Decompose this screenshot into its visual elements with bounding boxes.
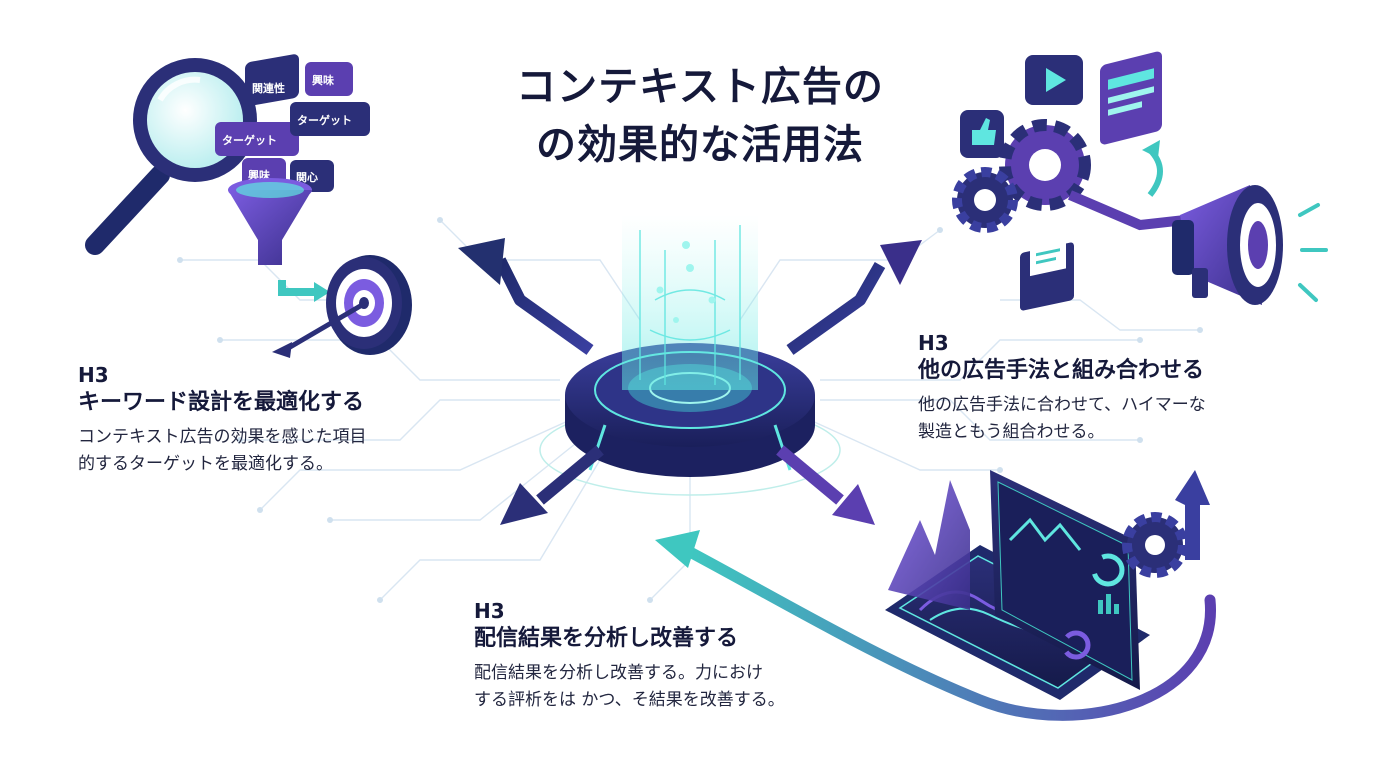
platform-icon (539, 215, 841, 496)
chip-label-1: 関連性 (252, 81, 285, 95)
section-combine-ads: H3 他の広告手法と組み合わせる 他の広告手法に合わせて、ハイマーな 製造ともう… (918, 330, 1206, 446)
chip-label-2: 興味 (312, 73, 334, 87)
section-body-line-2: 製造ともう組合わせる。 (918, 422, 1105, 442)
section-tag: H3 (78, 363, 109, 387)
arrow-down-right (776, 445, 875, 525)
arrow-up-left (458, 238, 594, 355)
gear-connector (1068, 190, 1186, 231)
section-body: コンテキスト広告の効果を感じた項目 的するターゲットを最適化する。 (78, 424, 367, 478)
section-body-line-1: 他の広告手法に合わせて、ハイマーな (918, 395, 1206, 415)
section-body-line-1: 配信結果を分析し改善する。力におけ (474, 663, 763, 683)
section-heading: 配信結果を分析し改善する (474, 626, 739, 651)
envelope-icon (1020, 238, 1074, 311)
megaphone-icon (1172, 185, 1328, 305)
section-tag: H3 (918, 331, 949, 355)
target-icon (272, 255, 412, 358)
section-body: 配信結果を分析し改善する。力におけ する評析をは かつ、そ結果を改善する。 (474, 660, 785, 714)
browser-window-icon (1100, 51, 1162, 145)
section-body: 他の広告手法に合わせて、ハイマーな 製造ともう組合わせる。 (918, 392, 1206, 446)
page-title: コンテキスト広告の の効果的な活用法 (420, 58, 980, 174)
section-heading: 他の広告手法と組み合わせる (918, 358, 1205, 383)
thumbs-up-icon (960, 110, 1004, 158)
chip-label-4: ターゲット (297, 113, 352, 127)
section-tag: H3 (474, 599, 505, 623)
section-heading: キーワード設計を最適化する (78, 390, 365, 415)
title-line-1: コンテキスト広告の (516, 64, 884, 110)
keyword-chip-2: 興味 (305, 62, 353, 96)
section-analyze-results: H3 配信結果を分析し改善する 配信結果を分析し改善する。力におけ する評析をは… (474, 598, 785, 714)
arrow-feedback-loop (655, 530, 1216, 721)
arrow-up-right (786, 240, 922, 355)
gear-icon (952, 119, 1091, 233)
laptop-dashboard-icon (885, 470, 1210, 700)
funnel-icon (228, 178, 312, 265)
arrow-down-left (500, 445, 604, 525)
section-body-line-1: コンテキスト広告の効果を感じた項目 (78, 427, 367, 447)
chip-label-6: 関心 (296, 171, 318, 184)
circuit-dots (177, 217, 1203, 603)
section-body-line-2: する評析をは かつ、そ結果を改善する。 (474, 690, 785, 710)
keyword-chip-4: ターゲット (290, 102, 370, 136)
keyword-chip-1: 関連性 (245, 54, 299, 106)
video-icon (1025, 55, 1083, 105)
keyword-chip-3: ターゲット (215, 122, 299, 156)
chip-label-3: ターゲット (222, 133, 277, 147)
hologram-beam (622, 215, 758, 390)
funnel-arrow (278, 280, 318, 296)
section-body-line-2: 的するターゲットを最適化する。 (78, 454, 333, 474)
title-line-2: の効果的な活用法 (536, 122, 864, 168)
section-keyword-design: H3 キーワード設計を最適化する コンテキスト広告の効果を感じた項目 的するター… (78, 362, 367, 478)
